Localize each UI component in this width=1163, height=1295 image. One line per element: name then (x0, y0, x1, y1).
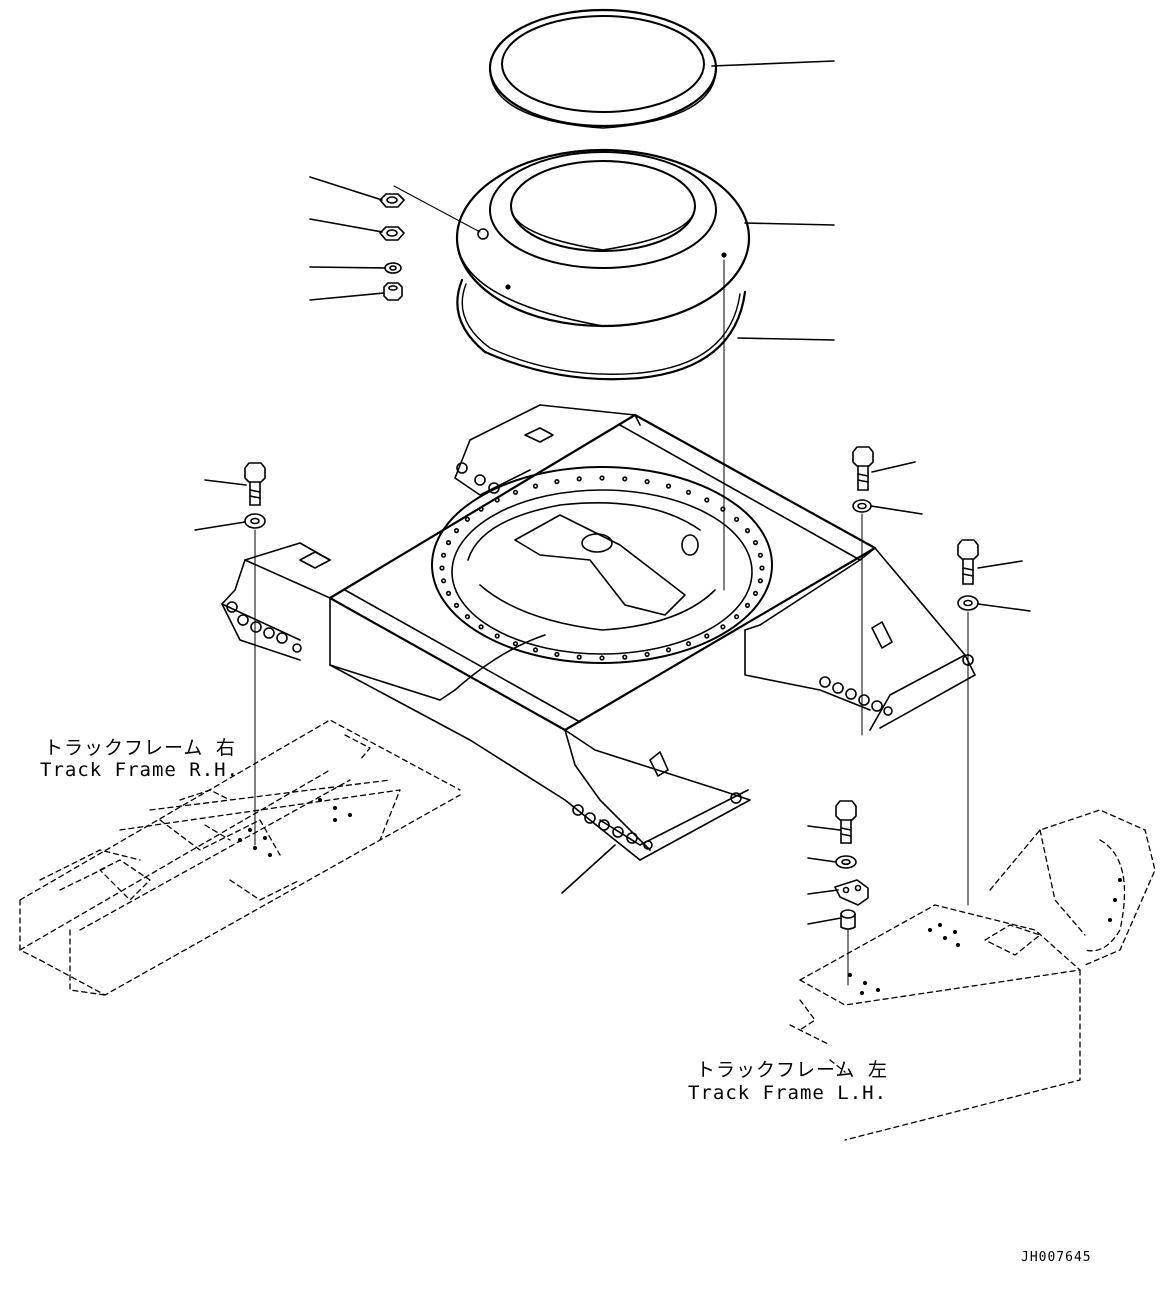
swing-circle-bolt-hole (441, 578, 447, 584)
washer-lower-right (835, 855, 857, 869)
swing-circle-bolt-hole (453, 527, 460, 534)
swing-circle-bolt-hole (733, 614, 740, 620)
ref-line-plate (393, 185, 481, 233)
seal-ring-top (488, 8, 718, 129)
leader-washer-lower-right (807, 857, 837, 863)
label-track-frame-rh-en: Track Frame R.H. (40, 759, 240, 781)
label-track-frame-rh-jp: トラックフレーム 右 (44, 737, 236, 759)
leader-washer-right-upper (870, 505, 923, 515)
leader-bolt-right-upper (871, 461, 916, 473)
leader-spacer-lower-right (807, 917, 842, 925)
swing-circle-bolt-hole (512, 489, 519, 495)
swing-circle-bolt-hole (576, 476, 582, 482)
label-track-frame-lh-jp: トラックフレーム 左 (696, 1059, 888, 1081)
track-frame-rh-holes (238, 798, 352, 857)
frame-tabs (299, 427, 893, 777)
o-ring (456, 278, 747, 381)
leader-washer-small (309, 266, 386, 269)
leader-seal-ring (711, 60, 835, 67)
leader-plate-2 (309, 218, 383, 233)
swing-circle-bolt-hole (532, 483, 539, 489)
swing-circle-bolt-hole (622, 654, 628, 660)
swing-circle-cover (455, 148, 751, 328)
swing-circle-bolt-hole (744, 527, 751, 534)
leader-cover (744, 222, 835, 226)
leader-washer-right-far (977, 603, 1031, 612)
track-frame-rh (19, 719, 461, 996)
swing-circle-bolt-hole (554, 479, 560, 485)
swing-circle-bolt-hole (757, 578, 764, 584)
swing-circle-bolt-hole (441, 552, 447, 558)
swing-circle-bolt-hole (752, 539, 759, 546)
swing-circle-bolt-holes (439, 475, 765, 661)
swing-circle-bolt-hole (445, 539, 452, 546)
leader-o-ring (737, 337, 835, 341)
leader-bolt-left (204, 479, 247, 486)
swing-circle-bolt-hole (704, 633, 710, 639)
swing-circle-bolt-hole (733, 516, 740, 522)
swing-circle-bolt-hole (665, 647, 672, 653)
leader-plate-lower-right (807, 889, 839, 895)
swing-circle-bolt-hole (665, 483, 672, 489)
drawing-code: JH007645 (1021, 1250, 1092, 1265)
swing-circle-bolt-hole (759, 565, 765, 571)
leader-nut-small (309, 292, 385, 301)
alignment-lines (254, 259, 969, 986)
swing-circle-bolt-hole (478, 506, 484, 512)
leader-plate-1 (309, 176, 383, 201)
washer-right-far (957, 595, 979, 611)
swing-circle-bolt-hole (720, 624, 726, 630)
swing-circle-bolt-hole (494, 497, 500, 503)
swing-circle-bolt-hole (599, 475, 605, 481)
swing-circle-mount (431, 466, 773, 691)
bolt-right-upper (852, 446, 874, 491)
label-track-frame-lh-en: Track Frame L.H. (688, 1082, 888, 1104)
leader-bolt-lower-right (807, 825, 841, 831)
swing-circle-bolt-hole (478, 624, 484, 630)
track-frame-lh (789, 809, 1156, 1141)
swing-circle-bolt-hole (644, 651, 650, 658)
swing-circle-bolt-hole (685, 641, 692, 647)
washer-left (244, 513, 266, 529)
leader-washer-left (194, 521, 246, 531)
swing-circle-bolt-hole (757, 552, 764, 558)
swing-circle-bolt-hole (576, 654, 582, 660)
small-parts-stack (379, 193, 405, 301)
washer-right-upper (852, 499, 872, 513)
bolt-right-far (957, 539, 979, 585)
swing-circle-bolt-hole (644, 479, 650, 485)
leader-bolt-right-far (977, 560, 1023, 569)
plate-lower-right (834, 879, 869, 906)
bolt-left (244, 462, 266, 506)
swing-circle-bolt-hole (599, 655, 605, 661)
swing-circle-bolt-hole (445, 590, 452, 597)
bolt-lower-right (835, 800, 857, 844)
swing-circle-bolt-hole (720, 506, 726, 512)
track-frame-lh-holes (848, 878, 1122, 995)
swing-circle-bolt-hole (439, 565, 445, 571)
swing-circle-bolt-hole (685, 489, 692, 495)
swing-circle-bolt-hole (453, 602, 460, 609)
swing-circle-bolt-hole (752, 590, 759, 597)
swing-circle-bolt-hole (554, 651, 560, 658)
swing-circle-bolt-hole (704, 497, 710, 503)
swing-circle-bolt-hole (744, 602, 751, 609)
swing-circle-bolt-hole (494, 633, 500, 639)
swing-circle-bolt-hole (532, 647, 539, 653)
swing-circle-bolt-hole (512, 641, 519, 647)
spacer-lower-right (840, 909, 856, 930)
swing-circle-bolt-hole (622, 476, 628, 482)
swing-circle-bolt-hole (464, 516, 471, 522)
swing-circle-bolt-hole (464, 614, 471, 620)
frame-mount-holes (226, 462, 974, 850)
leader-center-frame (561, 844, 616, 894)
